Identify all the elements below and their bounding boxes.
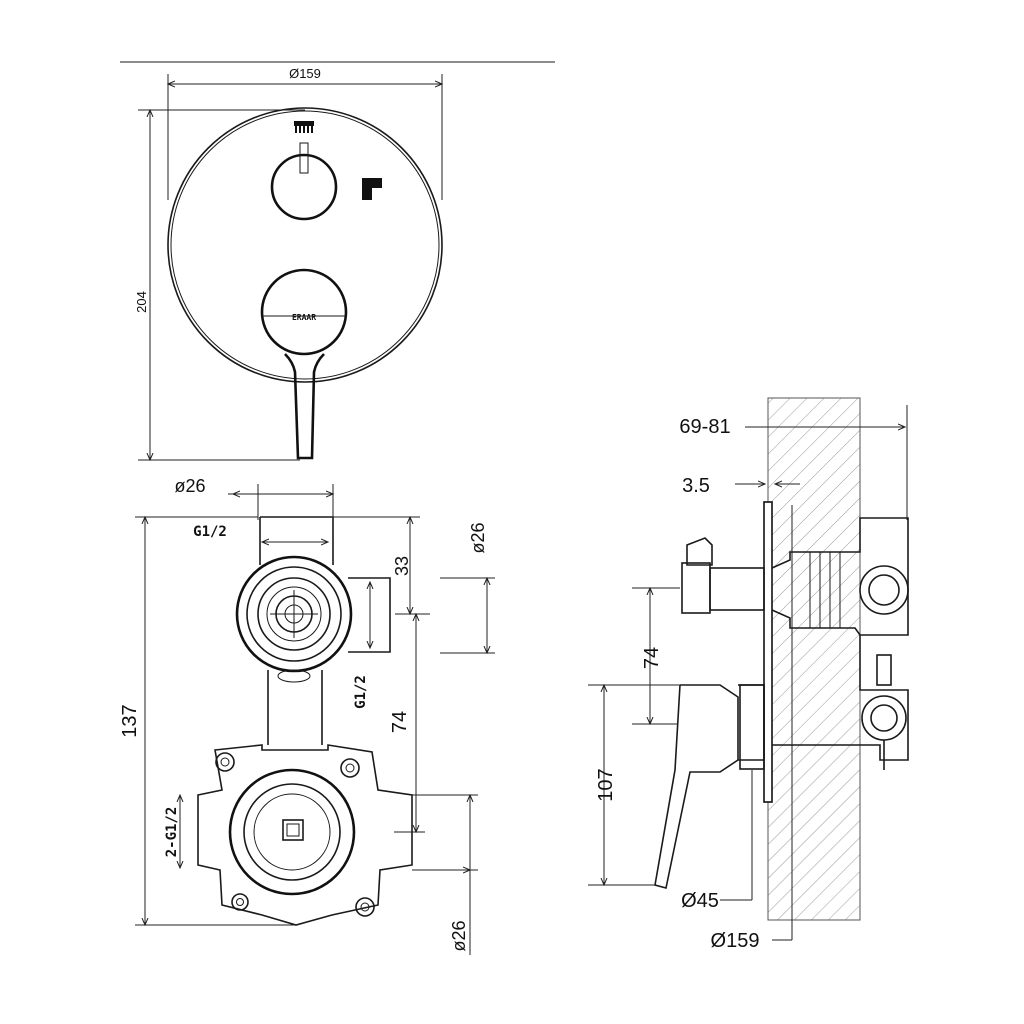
height-107-label: 107 [595, 768, 617, 801]
handle-lever [284, 353, 325, 460]
front-diameter-label: Ø159 [289, 66, 321, 81]
handle-diameter-label: Ø45 [681, 890, 719, 912]
screw [231, 893, 249, 911]
dim-33-label: 33 [392, 556, 412, 576]
screw [355, 897, 375, 917]
diverter-housing [235, 555, 353, 673]
front-height-label: 204 [134, 291, 149, 313]
total-height-label: 137 [119, 704, 141, 737]
cover-plate-side [763, 501, 773, 803]
mixer-housing [197, 744, 413, 926]
side-section-view: 69-81 3.5 74 107 [588, 397, 909, 952]
wall-depth-label: 69-81 [679, 416, 730, 438]
diverter-knob [270, 153, 338, 221]
cover-plate-circle [167, 107, 443, 383]
dim-74-label: 74 [389, 711, 411, 733]
plate-diameter-label: Ø159 [711, 930, 760, 952]
side-thread-label: G1/2 [353, 675, 369, 709]
screw [340, 758, 360, 778]
handle-lever-side [654, 684, 765, 889]
shower-head-icon [294, 121, 314, 133]
plate-thickness-label: 3.5 [682, 475, 710, 497]
wall-hatch [767, 397, 861, 921]
top-thread-label: G1/2 [193, 524, 227, 540]
right-top-diameter-label: ø26 [468, 522, 488, 553]
bottom-thread-label: 2-G1/2 [164, 807, 180, 858]
valve-body-view: ø26 G1/2 137 [119, 476, 495, 955]
handle-brand-text: ERAAR [292, 313, 316, 322]
spacing-label: 74 [641, 647, 663, 669]
bottom-diameter-label: ø26 [449, 920, 469, 951]
screw [215, 752, 235, 772]
front-view: Ø159 204 ERAAR [120, 61, 555, 460]
handle-hub [260, 268, 348, 356]
tap-spout-icon [362, 178, 382, 200]
top-diameter-label: ø26 [174, 476, 205, 496]
